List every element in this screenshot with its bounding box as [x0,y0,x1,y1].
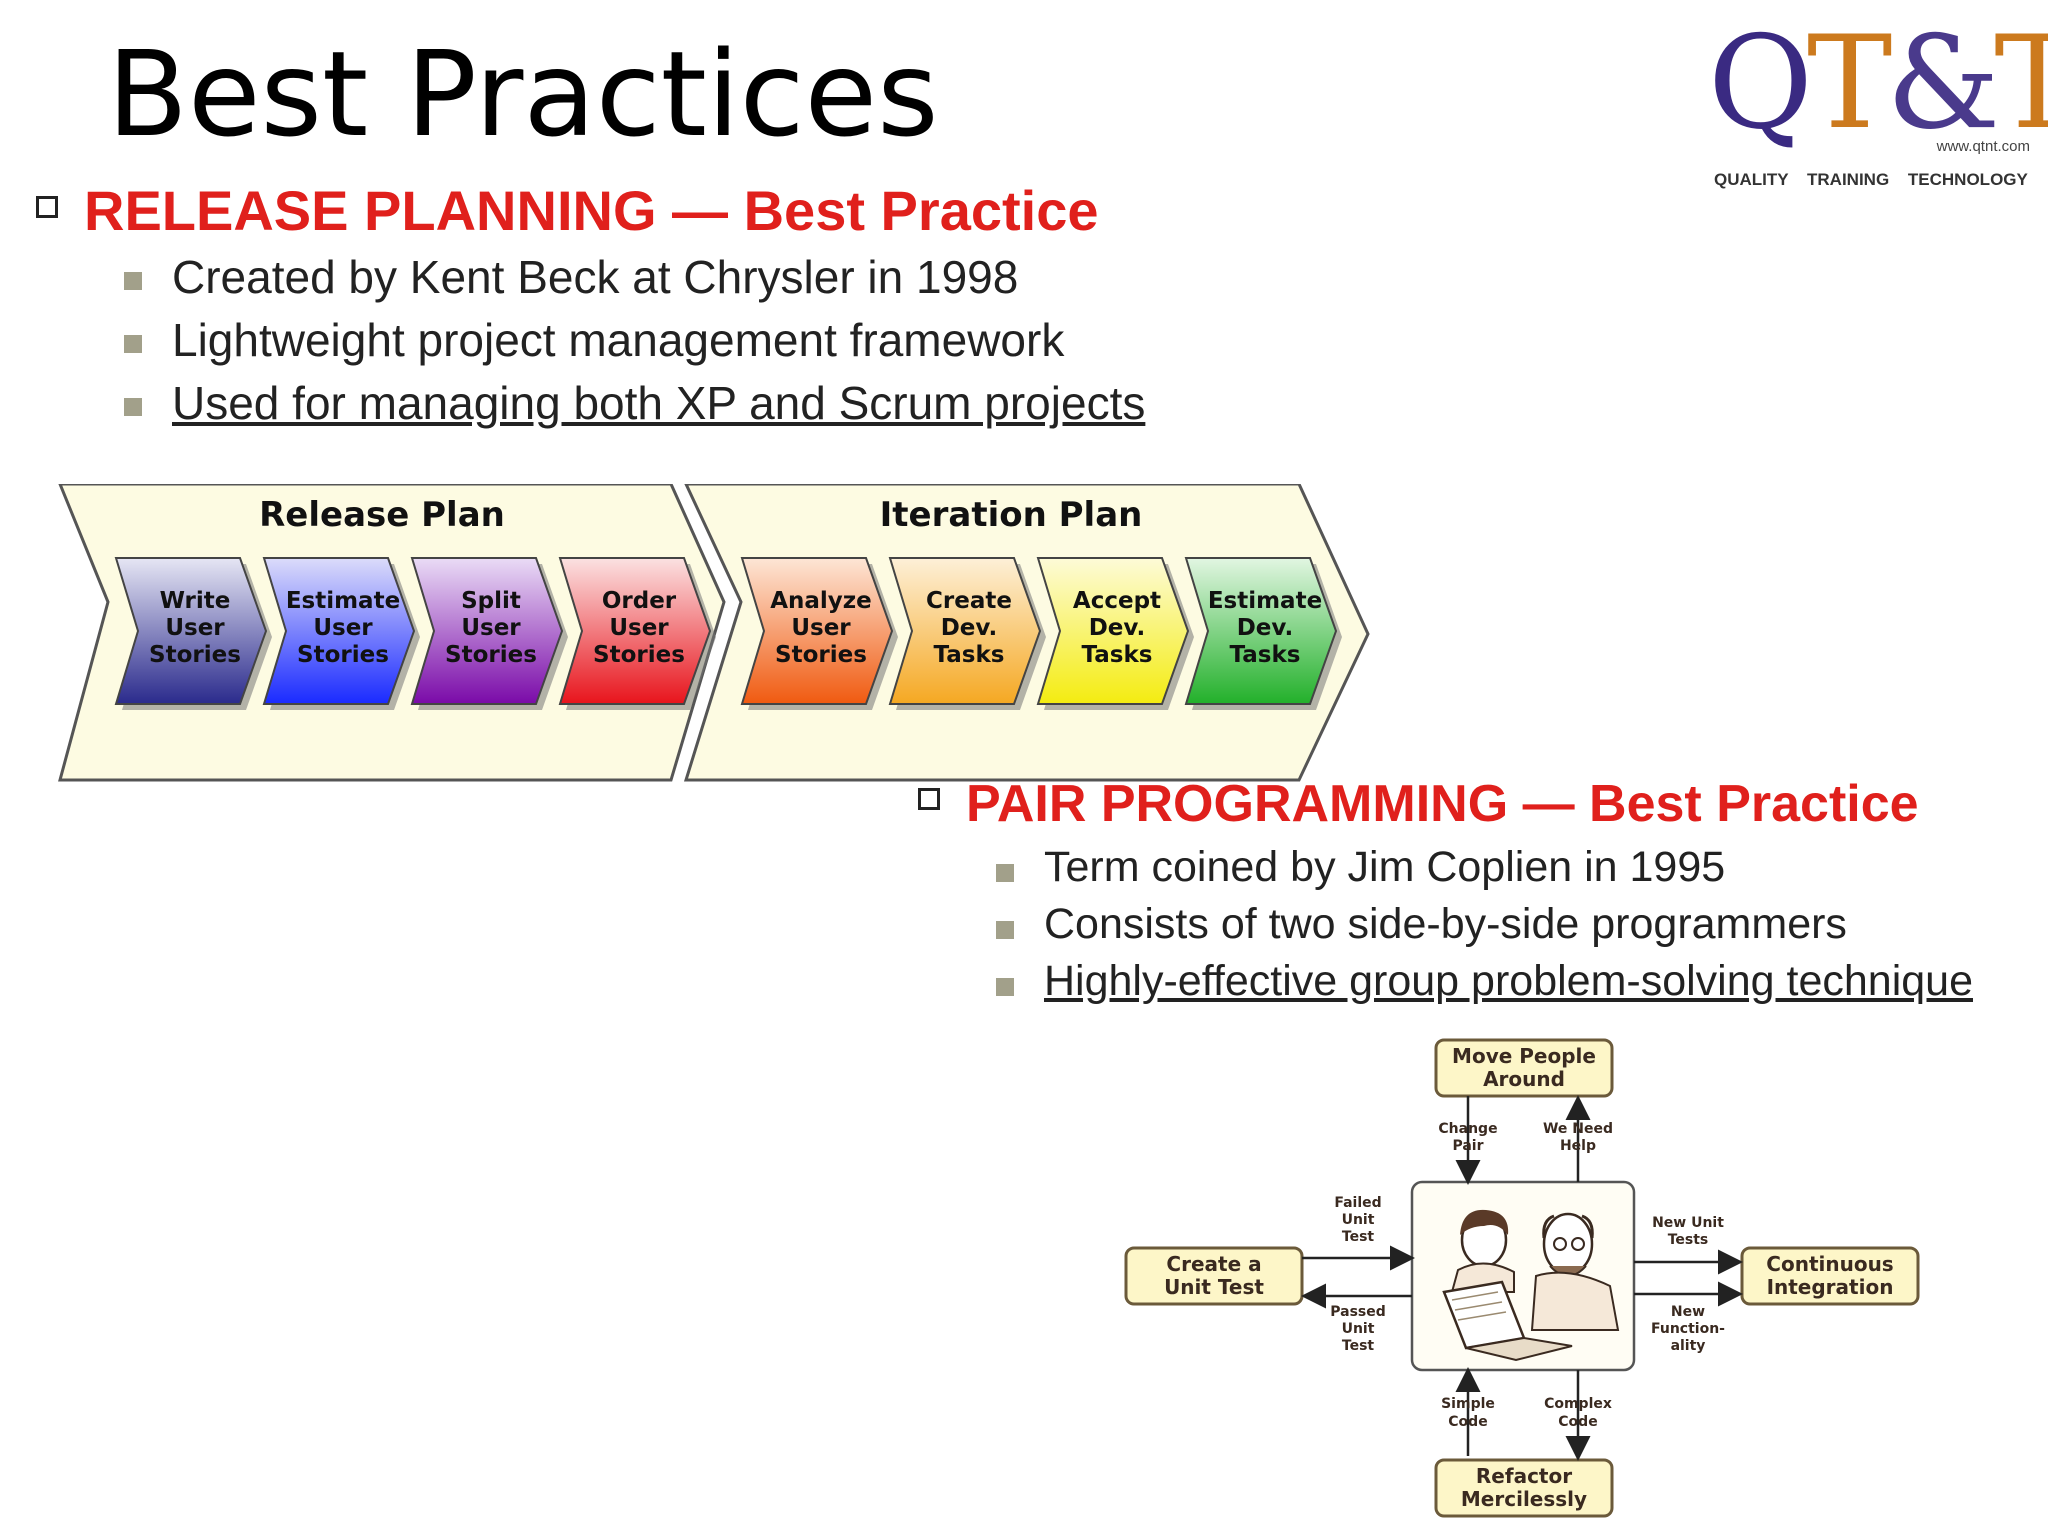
create-unit-test-box: Create a Unit Test [1124,1246,1304,1306]
change-pair-label: Change [1438,1121,1497,1137]
chevron-shape [1036,557,1190,705]
passed-unit-test-label: Passed [1330,1304,1386,1320]
flow-step-label: Stories [775,642,867,668]
flow-step-label: Accept [1073,588,1161,614]
flow-step-label: Split [461,588,521,614]
flow-step-label: User [165,615,225,641]
flow-step-label: Order [602,588,677,614]
svg-text:Function-: Function- [1651,1321,1725,1337]
flow-step-label: Stories [149,642,241,668]
logo-tagline: QUALITY TRAINING TECHNOLOGY [1714,170,2028,189]
flow-step-label: Analyze [770,588,872,614]
page-title: Best Practices [107,25,939,163]
we-need-help-label: We Need [1543,1121,1613,1137]
refactor-mercilessly-box: Refactor Mercilessly [1434,1458,1614,1518]
flow-step-label: Stories [297,642,389,668]
svg-text:Code: Code [1558,1414,1597,1430]
svg-text:Help: Help [1560,1138,1596,1154]
svg-text:Move People: Move People [1452,1044,1596,1068]
flow-step-label: User [609,615,669,641]
logo-url: www.qtnt.com [1936,138,2030,155]
flow-step-label: Stories [593,642,685,668]
complex-code-label: Complex [1544,1396,1612,1412]
svg-text:Create a: Create a [1166,1252,1261,1276]
svg-text:Unit: Unit [1342,1321,1375,1337]
programmers-illustration [1410,1180,1636,1372]
flow-arrows [1301,1095,1743,1461]
new-unit-tests-label: New Unit [1652,1215,1724,1231]
svg-text:Continuous: Continuous [1766,1252,1893,1276]
new-functionality-label: New [1671,1304,1705,1320]
svg-text:Tests: Tests [1668,1232,1709,1248]
release-planning-heading: RELEASE PLANNING — Best Practice [36,183,1098,239]
chevron-shape [1184,557,1338,705]
svg-text:Integration: Integration [1767,1275,1894,1299]
pair-programming-cycle-diagram: Move People Around Create a Unit Test Co… [1124,1038,1920,1518]
flow-step-label: Dev. [1089,615,1146,641]
arrow-labels: Change Pair We Need Help Failed Unit Tes… [1330,1121,1725,1430]
list-item: Term coined by Jim Coplien in 1995 [996,846,1973,889]
svg-text:Refactor: Refactor [1476,1464,1572,1488]
simple-code-label: Simple [1441,1396,1495,1412]
svg-text:Around: Around [1483,1067,1565,1091]
svg-text:Code: Code [1448,1414,1487,1430]
logo-wordmark: QT&T [1708,9,2048,158]
list-item: Highly-effective group problem-solving t… [996,960,1973,1003]
pair-programming-heading: PAIR PROGRAMMING — Best Practice [918,778,1919,830]
pair-programming-heading-text: PAIR PROGRAMMING — Best Practice [966,775,1919,833]
svg-text:ality: ality [1671,1338,1706,1354]
move-people-around-box: Move People Around [1434,1038,1614,1098]
company-logo: QT&T www.qtnt.com QUALITY TRAINING TECHN… [1700,20,2048,200]
list-item: Consists of two side-by-side programmers [996,903,1973,946]
checkbox-icon [36,196,58,219]
svg-text:Test: Test [1342,1229,1375,1245]
chevron-shape [558,557,712,705]
chevron-shape [888,557,1042,705]
iteration-plan-title: Iteration Plan [880,495,1143,535]
flow-step-label: Dev. [1237,615,1294,641]
flow-step-label: Tasks [1230,642,1301,668]
pair-programming-bullets: Term coined by Jim Coplien in 1995 Consi… [996,846,1973,1017]
flow-step-label: Tasks [934,642,1005,668]
flow-step-label: Estimate [1208,588,1322,614]
flow-step-label: Dev. [941,615,998,641]
svg-text:Test: Test [1342,1338,1375,1354]
chevron-shape [114,557,268,705]
svg-text:Pair: Pair [1452,1138,1483,1154]
list-item: Used for managing both XP and Scrum proj… [124,380,1145,426]
continuous-integration-box: Continuous Integration [1740,1246,1920,1306]
failed-unit-test-label: Failed [1334,1195,1381,1211]
chevron-shape [262,557,416,705]
release-planning-bullets: Created by Kent Beck at Chrysler in 1998… [124,254,1145,443]
checkbox-icon [918,788,940,811]
flow-step-label: User [791,615,851,641]
flow-step-label: User [461,615,521,641]
chevron-shape [740,557,894,705]
planning-flow-diagram: Release Plan Iteration Plan WriteUserSto… [58,484,1370,782]
flow-step-label: User [313,615,373,641]
flow-step-label: Stories [445,642,537,668]
list-item: Lightweight project management framework [124,317,1145,363]
list-item: Created by Kent Beck at Chrysler in 1998 [124,254,1145,300]
release-plan-title: Release Plan [259,495,505,535]
svg-text:Mercilessly: Mercilessly [1461,1487,1587,1511]
release-planning-heading-text: RELEASE PLANNING — Best Practice [84,179,1099,242]
flow-step-label: Write [160,588,231,614]
chevron-shape [410,557,564,705]
svg-text:Unit: Unit [1342,1212,1375,1228]
flow-step-label: Tasks [1082,642,1153,668]
flow-step-label: Estimate [286,588,400,614]
svg-text:Unit Test: Unit Test [1164,1275,1264,1299]
flow-step-label: Create [926,588,1012,614]
